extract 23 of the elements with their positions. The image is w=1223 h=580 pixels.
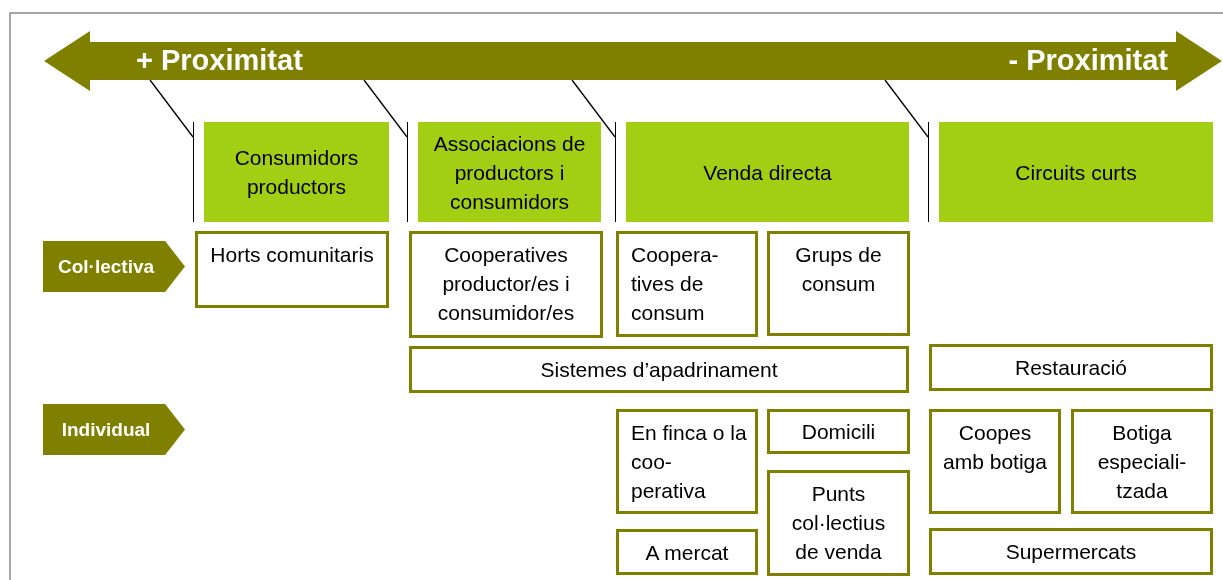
category-box: A mercat [616, 529, 758, 575]
category-header: Associacions de productors i consumidors [407, 122, 601, 222]
category-box: En finca o la coo- perativa [616, 409, 758, 514]
category-header: Circuits curts [928, 122, 1213, 222]
proximity-label: - Proximitat [1008, 43, 1168, 77]
category-box: Domicili [767, 409, 910, 454]
row-tag: Col·lectiva [43, 241, 185, 292]
row-tag: Individual [43, 404, 185, 455]
proximity-label: + Proximitat [136, 43, 303, 77]
category-box: Coopes amb botiga [929, 409, 1061, 514]
category-box: Coopera- tives de consum [616, 231, 758, 337]
category-header: Consumidors productors [193, 122, 389, 222]
category-box: Punts col·lectius de venda [767, 470, 910, 576]
category-box: Restauració [929, 344, 1213, 391]
leader-line [149, 79, 194, 138]
category-box: Botiga especiali- tzada [1071, 409, 1213, 514]
category-box: Grups de consum [767, 231, 910, 336]
category-header: Venda directa [615, 122, 909, 222]
leader-line [884, 79, 929, 138]
category-box: Horts comunitaris [195, 231, 389, 308]
category-box: Supermercats [929, 528, 1213, 575]
category-box: Sistemes d’apadrinament [409, 346, 909, 393]
category-box: Cooperatives productor/es i consumidor/es [409, 231, 603, 338]
